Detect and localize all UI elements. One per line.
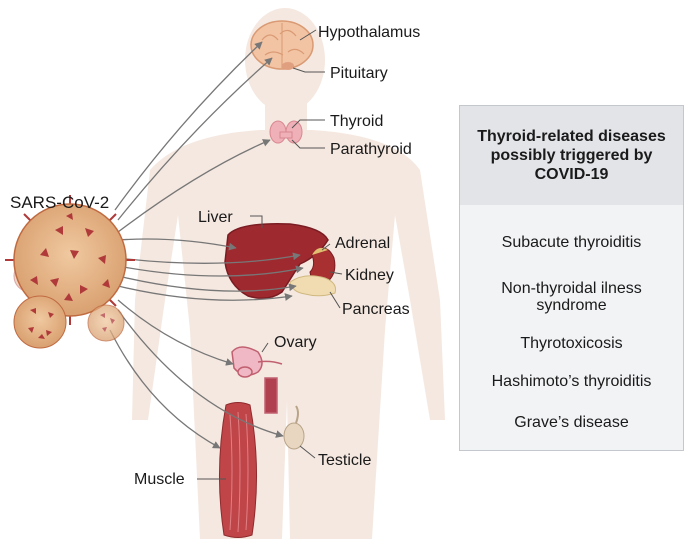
virus-small-icon (88, 305, 124, 341)
label-kidney: Kidney (345, 267, 394, 284)
disease-item-thyrotoxicosis: Thyrotoxicosis (460, 335, 683, 352)
label-thyroid: Thyroid (330, 113, 383, 130)
label-testicle: Testicle (318, 452, 371, 469)
brain-illustration (251, 21, 313, 69)
label-pancreas: Pancreas (342, 301, 410, 318)
disease-item-subacute-thyroiditis: Subacute thyroiditis (460, 234, 683, 251)
label-pituitary: Pituitary (330, 65, 388, 82)
disease-item-non-thyroidal-illness: Non-thyroidal ilness syndrome (460, 280, 683, 314)
disease-panel: Thyroid-related diseases possibly trigge… (459, 105, 684, 451)
virus-medium-icon (14, 296, 66, 348)
label-sars-cov-2: SARS-CoV-2 (10, 193, 109, 212)
disease-panel-header: Thyroid-related diseases possibly trigge… (460, 106, 683, 205)
label-adrenal: Adrenal (335, 235, 390, 252)
label-liver: Liver (198, 209, 233, 226)
label-muscle: Muscle (134, 471, 185, 488)
muscle-illustration (219, 403, 256, 538)
disease-item-graves-disease: Grave’s disease (460, 414, 683, 431)
label-hypothalamus: Hypothalamus (318, 24, 420, 41)
label-parathyroid: Parathyroid (330, 141, 412, 158)
disease-panel-title: Thyroid-related diseases possibly trigge… (470, 127, 673, 184)
disease-list: Subacute thyroiditis Non-thyroidal ilnes… (460, 205, 683, 450)
label-ovary: Ovary (274, 334, 317, 351)
disease-item-hashimotos-thyroiditis: Hashimoto’s thyroiditis (460, 373, 683, 390)
pituitary-illustration (282, 62, 294, 70)
